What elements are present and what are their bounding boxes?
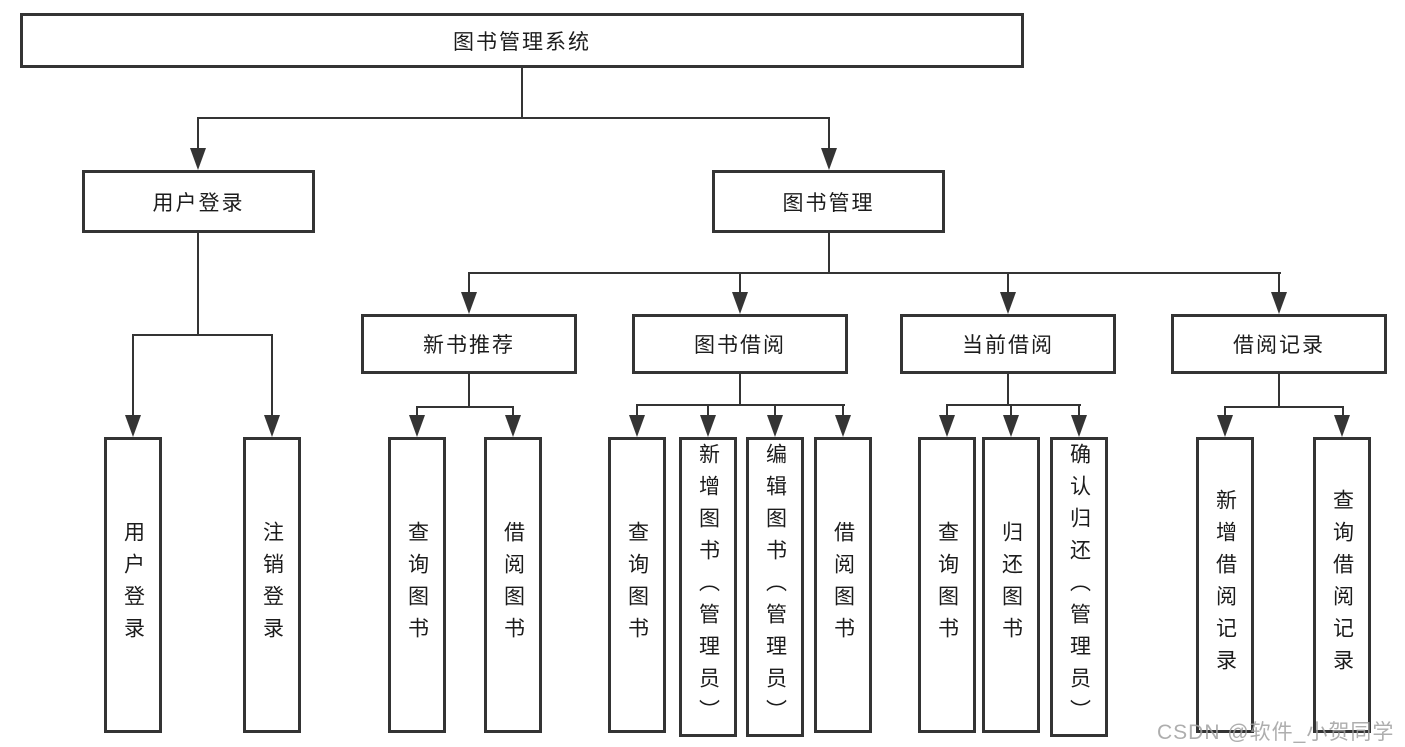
leaf-borrow-books-borrow: 借阅图书 (814, 437, 872, 733)
connector-line (416, 406, 514, 408)
leaf-query-borrow-record: 查询借阅记录 (1313, 437, 1371, 733)
connector-arrowhead (190, 148, 206, 170)
connector-line (946, 404, 1081, 406)
connector-line (1278, 272, 1280, 294)
node-book-management: 图书管理 (712, 170, 945, 233)
connector-line (636, 404, 845, 406)
node-new-book-recommend-label: 新书推荐 (423, 334, 515, 357)
connector-arrowhead (1000, 292, 1016, 314)
connector-arrowhead (700, 415, 716, 437)
leaf-edit-book-admin: 编辑图书（管理员） (746, 437, 804, 737)
leaf-borrow-books-recommend: 借阅图书 (484, 437, 542, 733)
leaf-logout-label: 注销登录 (260, 521, 284, 649)
connector-line (468, 272, 1281, 274)
connector-line (197, 233, 199, 336)
connector-line (521, 68, 523, 119)
connector-line (1007, 374, 1009, 406)
connector-line (416, 406, 418, 417)
node-root: 图书管理系统 (20, 13, 1024, 68)
connector-line (132, 334, 134, 418)
connector-arrowhead (1334, 415, 1350, 437)
leaf-query-books-current-label: 查询图书 (935, 521, 959, 649)
leaf-return-book: 归还图书 (982, 437, 1040, 733)
connector-line (1278, 374, 1280, 408)
connector-line (828, 117, 830, 152)
leaf-logout: 注销登录 (243, 437, 301, 733)
connector-line (946, 404, 948, 417)
node-book-borrowing-label: 图书借阅 (694, 334, 786, 357)
node-user-login: 用户登录 (82, 170, 315, 233)
leaf-add-book-admin: 新增图书（管理员） (679, 437, 737, 737)
connector-arrowhead (835, 415, 851, 437)
node-root-label: 图书管理系统 (453, 30, 591, 54)
connector-line (468, 374, 470, 408)
connector-arrowhead (732, 292, 748, 314)
connector-arrowhead (461, 292, 477, 314)
leaf-add-book-admin-label: 新增图书（管理员） (696, 443, 720, 731)
csdn-watermark: CSDN @软件_小贺同学 (1157, 721, 1395, 744)
leaf-add-borrow-record-label: 新增借阅记录 (1213, 489, 1237, 681)
leaf-query-books-borrow-label: 查询图书 (625, 521, 649, 649)
connector-line (1224, 406, 1226, 417)
connector-line (197, 117, 199, 152)
connector-line (468, 272, 470, 294)
connector-line (1342, 406, 1344, 417)
connector-arrowhead (409, 415, 425, 437)
connector-line (774, 404, 776, 417)
leaf-confirm-return-admin-label: 确认归还（管理员） (1067, 443, 1091, 731)
connector-arrowhead (939, 415, 955, 437)
connector-line (842, 404, 844, 417)
leaf-confirm-return-admin: 确认归还（管理员） (1050, 437, 1108, 737)
leaf-user-login: 用户登录 (104, 437, 162, 733)
leaf-add-borrow-record: 新增借阅记录 (1196, 437, 1254, 733)
connector-arrowhead (1003, 415, 1019, 437)
node-current-borrowing: 当前借阅 (900, 314, 1116, 374)
leaf-user-login-label: 用户登录 (121, 521, 145, 649)
connector-arrowhead (505, 415, 521, 437)
leaf-query-books-recommend-label: 查询图书 (405, 521, 429, 649)
node-borrowing-records: 借阅记录 (1171, 314, 1387, 374)
leaf-query-books-borrow: 查询图书 (608, 437, 666, 733)
connector-arrowhead (767, 415, 783, 437)
connector-line (132, 334, 273, 336)
connector-line (1010, 404, 1012, 417)
connector-arrowhead (1071, 415, 1087, 437)
node-new-book-recommend: 新书推荐 (361, 314, 577, 374)
connector-line (197, 117, 830, 119)
connector-line (739, 272, 741, 294)
connector-line (707, 404, 709, 417)
connector-arrowhead (629, 415, 645, 437)
connector-line (1224, 406, 1344, 408)
leaf-edit-book-admin-label: 编辑图书（管理员） (763, 443, 787, 731)
connector-arrowhead (1271, 292, 1287, 314)
node-book-borrowing: 图书借阅 (632, 314, 848, 374)
node-borrowing-records-label: 借阅记录 (1233, 334, 1325, 357)
connector-arrowhead (821, 148, 837, 170)
leaf-query-borrow-record-label: 查询借阅记录 (1330, 489, 1354, 681)
node-book-management-label: 图书管理 (782, 191, 875, 215)
leaf-query-books-current: 查询图书 (918, 437, 976, 733)
leaf-borrow-books-borrow-label: 借阅图书 (831, 521, 855, 649)
connector-line (636, 404, 638, 417)
connector-arrowhead (264, 415, 280, 437)
connector-line (739, 374, 741, 406)
connector-arrowhead (125, 415, 141, 437)
leaf-query-books-recommend: 查询图书 (388, 437, 446, 733)
node-user-login-label: 用户登录 (152, 191, 245, 215)
leaf-borrow-books-recommend-label: 借阅图书 (501, 521, 525, 649)
connector-line (1007, 272, 1009, 294)
connector-line (512, 406, 514, 417)
connector-line (1078, 404, 1080, 417)
connector-arrowhead (1217, 415, 1233, 437)
connector-line (828, 233, 830, 274)
leaf-return-book-label: 归还图书 (999, 521, 1023, 649)
connector-line (271, 334, 273, 418)
node-current-borrowing-label: 当前借阅 (962, 334, 1054, 357)
